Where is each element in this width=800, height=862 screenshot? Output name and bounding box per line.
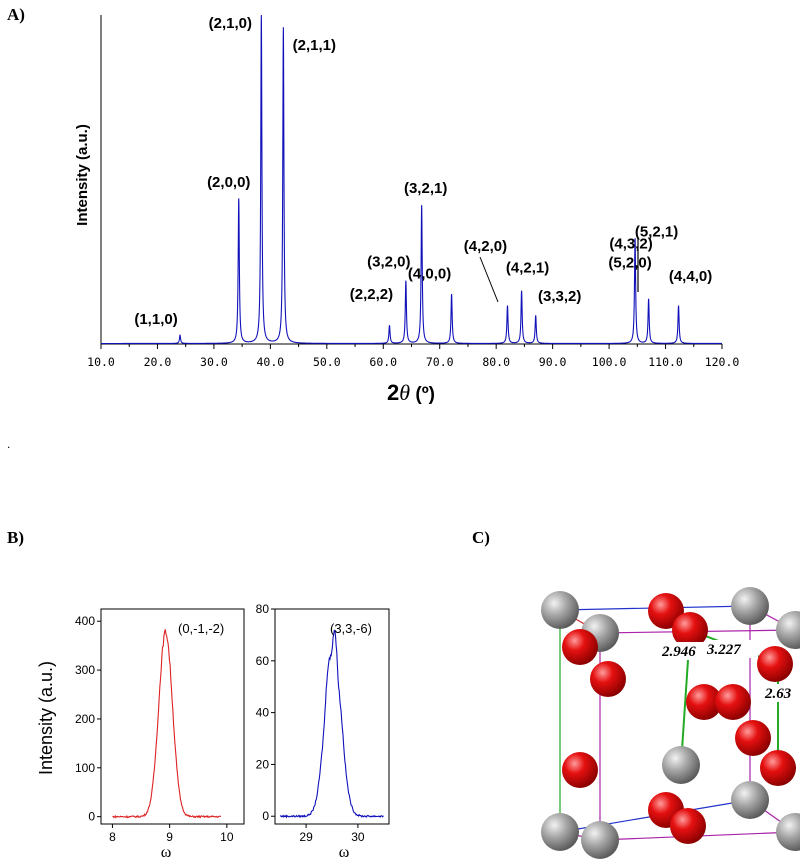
x-tick-label: 10.0	[87, 355, 115, 369]
x-tick-label: 60.0	[369, 355, 397, 369]
metal-atom	[731, 587, 769, 625]
x-tick-label: 80.0	[482, 355, 510, 369]
b-left-curve	[112, 629, 221, 819]
y-axis-title: Intensity (a.u.)	[74, 124, 91, 226]
y-tick-label: 400	[75, 614, 95, 628]
peak-label: (4,2,0)	[464, 238, 507, 255]
metal-atom	[776, 813, 800, 851]
metal-atom	[731, 781, 769, 819]
x-tick-label: 70.0	[426, 355, 454, 369]
distance-label: 2.946	[661, 644, 696, 660]
metal-atom	[662, 746, 700, 784]
b-right-x-axis-title: ω	[339, 844, 350, 861]
xrd-powder-pattern: 10.0 20.0 30.0 40.0 50.0 60.0 70.0 80.0 90.0 100.…	[74, 14, 740, 405]
oxygen-atom	[590, 661, 626, 697]
label-backing	[660, 642, 710, 660]
metal-atom	[581, 821, 619, 859]
y-tick-label: 40	[256, 706, 270, 720]
panel-label-c: C)	[472, 528, 490, 547]
x-tick-label: 10	[220, 830, 234, 844]
y-tick-label: 60	[256, 654, 270, 668]
oxygen-atom	[670, 808, 706, 844]
x-tick-label: 30.0	[200, 355, 228, 369]
b-left-annotation: (0,-1,-2)	[178, 621, 224, 636]
peak-label: (4,4,0)	[669, 268, 712, 285]
y-tick-label: 80	[256, 602, 270, 616]
b-right-curve	[279, 629, 384, 819]
y-tick-label: 0	[262, 809, 269, 823]
y-tick-label: 0	[88, 810, 95, 824]
metal-atom	[541, 591, 579, 629]
b-left-x-axis-title: ω	[161, 844, 172, 861]
pattern-line	[101, 14, 722, 345]
y-tick-label: 200	[75, 712, 95, 726]
peak-label: (2,1,0)	[209, 15, 252, 32]
x-tick-label: 110.0	[648, 355, 683, 369]
distance-label: 2.63	[764, 686, 792, 702]
oxygen-atom	[735, 720, 771, 756]
b-right-frame	[274, 608, 390, 825]
peak-label: (4,2,1)	[506, 259, 549, 276]
oxygen-atom	[562, 629, 598, 665]
b-right-annotation: (3,3,-6)	[330, 621, 372, 636]
x-tick-label: 20.0	[144, 355, 172, 369]
label-backing	[706, 640, 758, 658]
y-tick-label: 300	[75, 663, 95, 677]
b-y-axis-title: Intensity (a.u.)	[36, 661, 56, 775]
x-tick-label: 9	[166, 830, 173, 844]
peak-label: (3,3,2)	[538, 288, 581, 305]
peak-label: (2,0,0)	[207, 174, 250, 191]
x-tick-label: 50.0	[313, 355, 341, 369]
oxygen-atom	[562, 752, 598, 788]
metal-atom	[541, 813, 579, 851]
y-tick-label: 100	[75, 761, 95, 775]
peak-label: (3,2,1)	[404, 180, 447, 197]
oxygen-atom	[757, 646, 793, 682]
panel-label-b: B)	[7, 528, 24, 547]
peak-label: (4,3,2)	[609, 235, 652, 252]
peak-label: (3,2,0)	[367, 253, 410, 270]
oxygen-atom	[686, 684, 722, 720]
x-tick-label: 30	[351, 830, 365, 844]
label-backing	[764, 684, 800, 702]
panel-label-a: A)	[7, 5, 25, 24]
y-tick-label: 20	[256, 757, 270, 771]
peak-label: (5,2,0)	[608, 254, 651, 271]
crystal-structure: 2.946 3.227 2.63	[541, 587, 800, 859]
oxygen-atom	[672, 612, 708, 648]
b-left-frame	[100, 608, 245, 825]
x-tick-label: 40.0	[257, 355, 285, 369]
x-tick-label: 90.0	[539, 355, 567, 369]
peak-label: (4,0,0)	[408, 266, 451, 283]
x-axis-title: 2θ (º)	[387, 380, 435, 405]
oxygen-atom	[648, 593, 684, 629]
stray-dot: .	[7, 437, 10, 451]
metal-atom	[776, 611, 800, 649]
peak-label: (1,1,0)	[134, 311, 177, 328]
distance-label: 3.227	[706, 642, 741, 658]
oxygen-atom	[715, 684, 751, 720]
peak-label: (2,1,1)	[293, 37, 336, 54]
oxygen-atom	[760, 750, 796, 786]
x-tick-label: 120.0	[705, 355, 740, 369]
x-tick-label: 29	[299, 830, 313, 844]
peak-label: (5,2,1)	[635, 224, 678, 241]
x-tick-label: 100.0	[592, 355, 627, 369]
x-tick-label: 8	[109, 830, 116, 844]
leader-line-420	[479, 256, 499, 303]
peak-label: (2,2,2)	[350, 286, 393, 303]
